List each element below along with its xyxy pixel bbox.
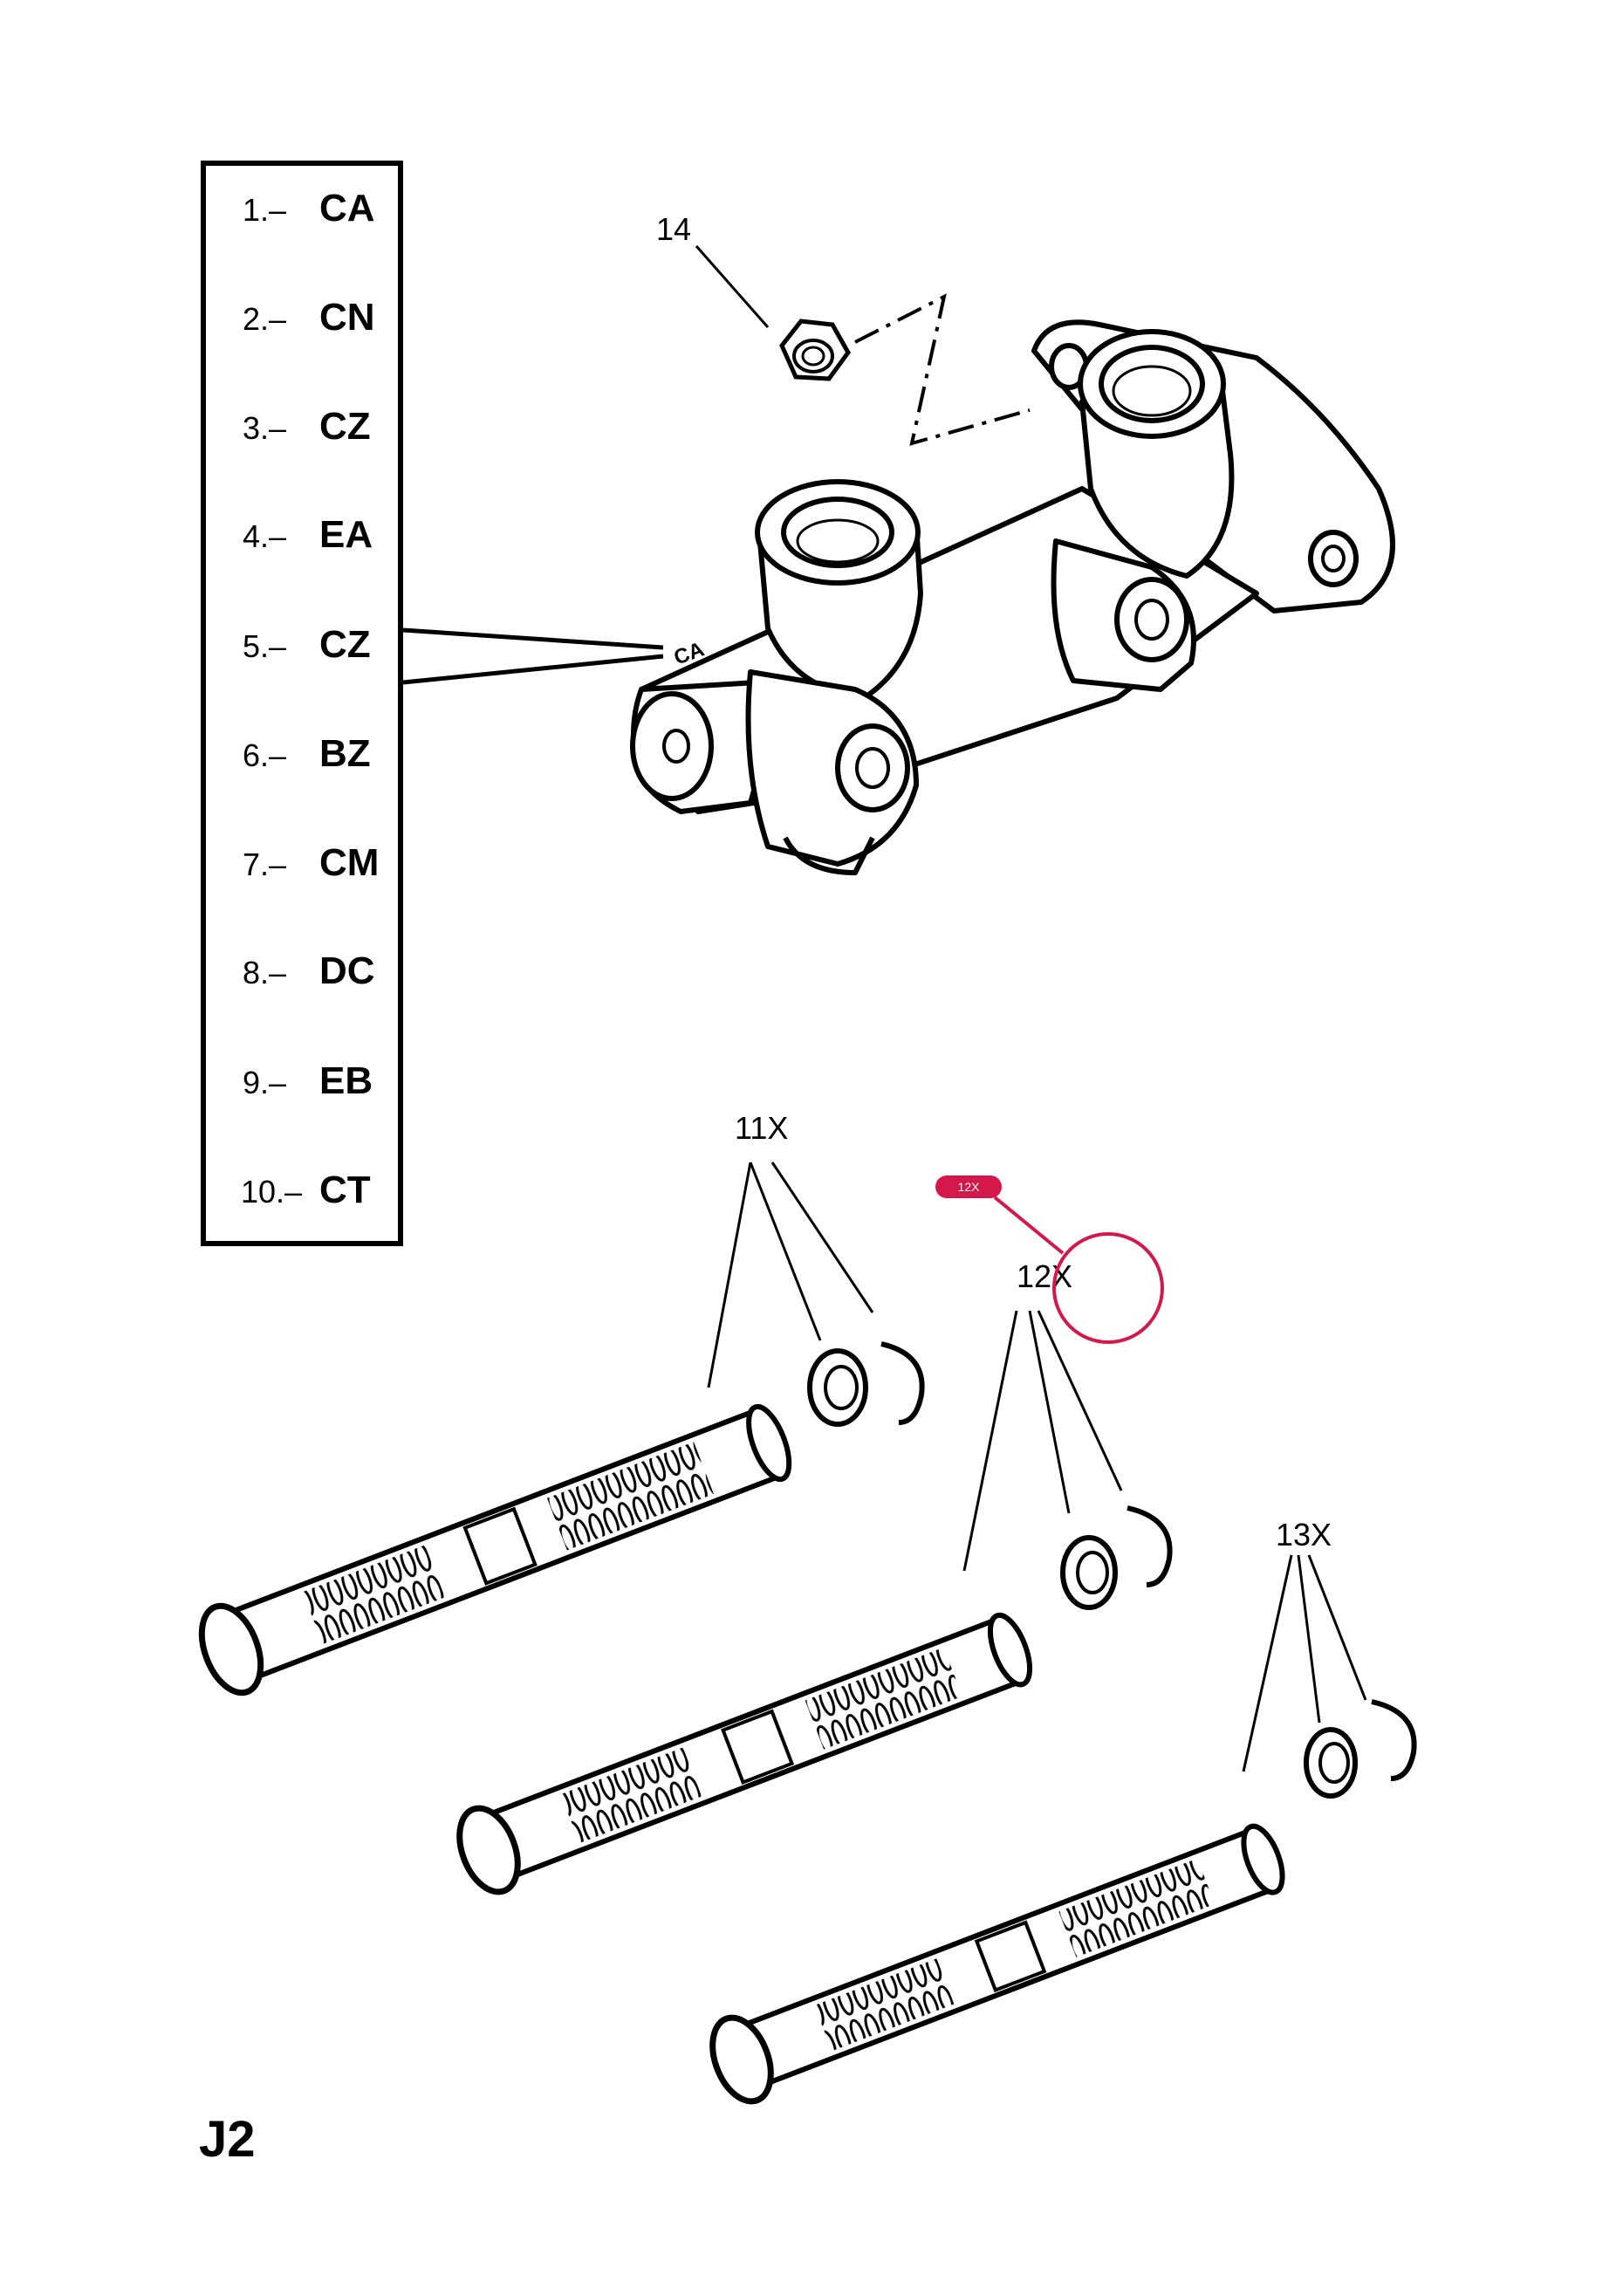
legend-code: CT — [319, 1169, 371, 1211]
master-cylinder-body — [630, 319, 1395, 875]
legend-code: BZ — [319, 732, 371, 775]
legend-row: 8.– DC — [206, 946, 398, 998]
hotspot-leader-line — [993, 1196, 1065, 1255]
callout-nut-14: 14 — [656, 211, 692, 247]
legend-code: CZ — [319, 623, 371, 666]
legend-row: 7.– CM — [206, 838, 398, 890]
legend-number: 8.– — [243, 955, 287, 990]
legend-number: 4.– — [243, 518, 287, 554]
legend-code: DC — [319, 949, 375, 992]
callout-kit-11x: 11X — [735, 1110, 789, 1146]
legend-row: 5.– CZ — [206, 620, 398, 672]
piston-kit-13x — [709, 1554, 1417, 2105]
legend-row: 6.– BZ — [206, 729, 398, 781]
page-code: J2 — [199, 2111, 256, 2168]
legend-code: CN — [319, 296, 375, 339]
legend-row: 10.– CT — [206, 1165, 398, 1217]
legend-number: 3.– — [243, 410, 287, 446]
hotspot-ring[interactable] — [1052, 1232, 1164, 1344]
legend-row: 1.– CA — [206, 183, 398, 236]
callout-kit-13x: 13X — [1276, 1517, 1332, 1552]
part-code-legend: 1.– CA 2.– CN 3.– CZ 4.– EA 5.– CZ 6.– B… — [201, 161, 403, 1246]
legend-number: 5.– — [243, 628, 287, 664]
legend-number: 9.– — [243, 1065, 287, 1100]
legend-number: 2.– — [243, 301, 287, 337]
legend-code: EB — [319, 1059, 373, 1102]
legend-row: 3.– CZ — [206, 401, 398, 454]
legend-row: 9.– EB — [206, 1056, 398, 1108]
legend-number: 6.– — [243, 737, 287, 773]
piston-kit-11x — [198, 1162, 925, 1696]
legend-leader-lines — [402, 627, 664, 685]
nut-part-14 — [695, 245, 1031, 446]
legend-number: 1.– — [243, 192, 287, 228]
legend-row: 2.– CN — [206, 292, 398, 345]
legend-number: 7.– — [243, 846, 287, 882]
legend-number: 10.– — [241, 1174, 303, 1210]
legend-code: EA — [319, 513, 373, 556]
legend-code: CM — [319, 841, 380, 884]
legend-row: 4.– EA — [206, 510, 398, 562]
piston-kit-12x — [456, 1310, 1173, 1895]
legend-code: CZ — [319, 405, 371, 448]
hotspot-badge-12x[interactable]: 12X — [935, 1175, 1002, 1198]
legend-code: CA — [319, 187, 375, 230]
